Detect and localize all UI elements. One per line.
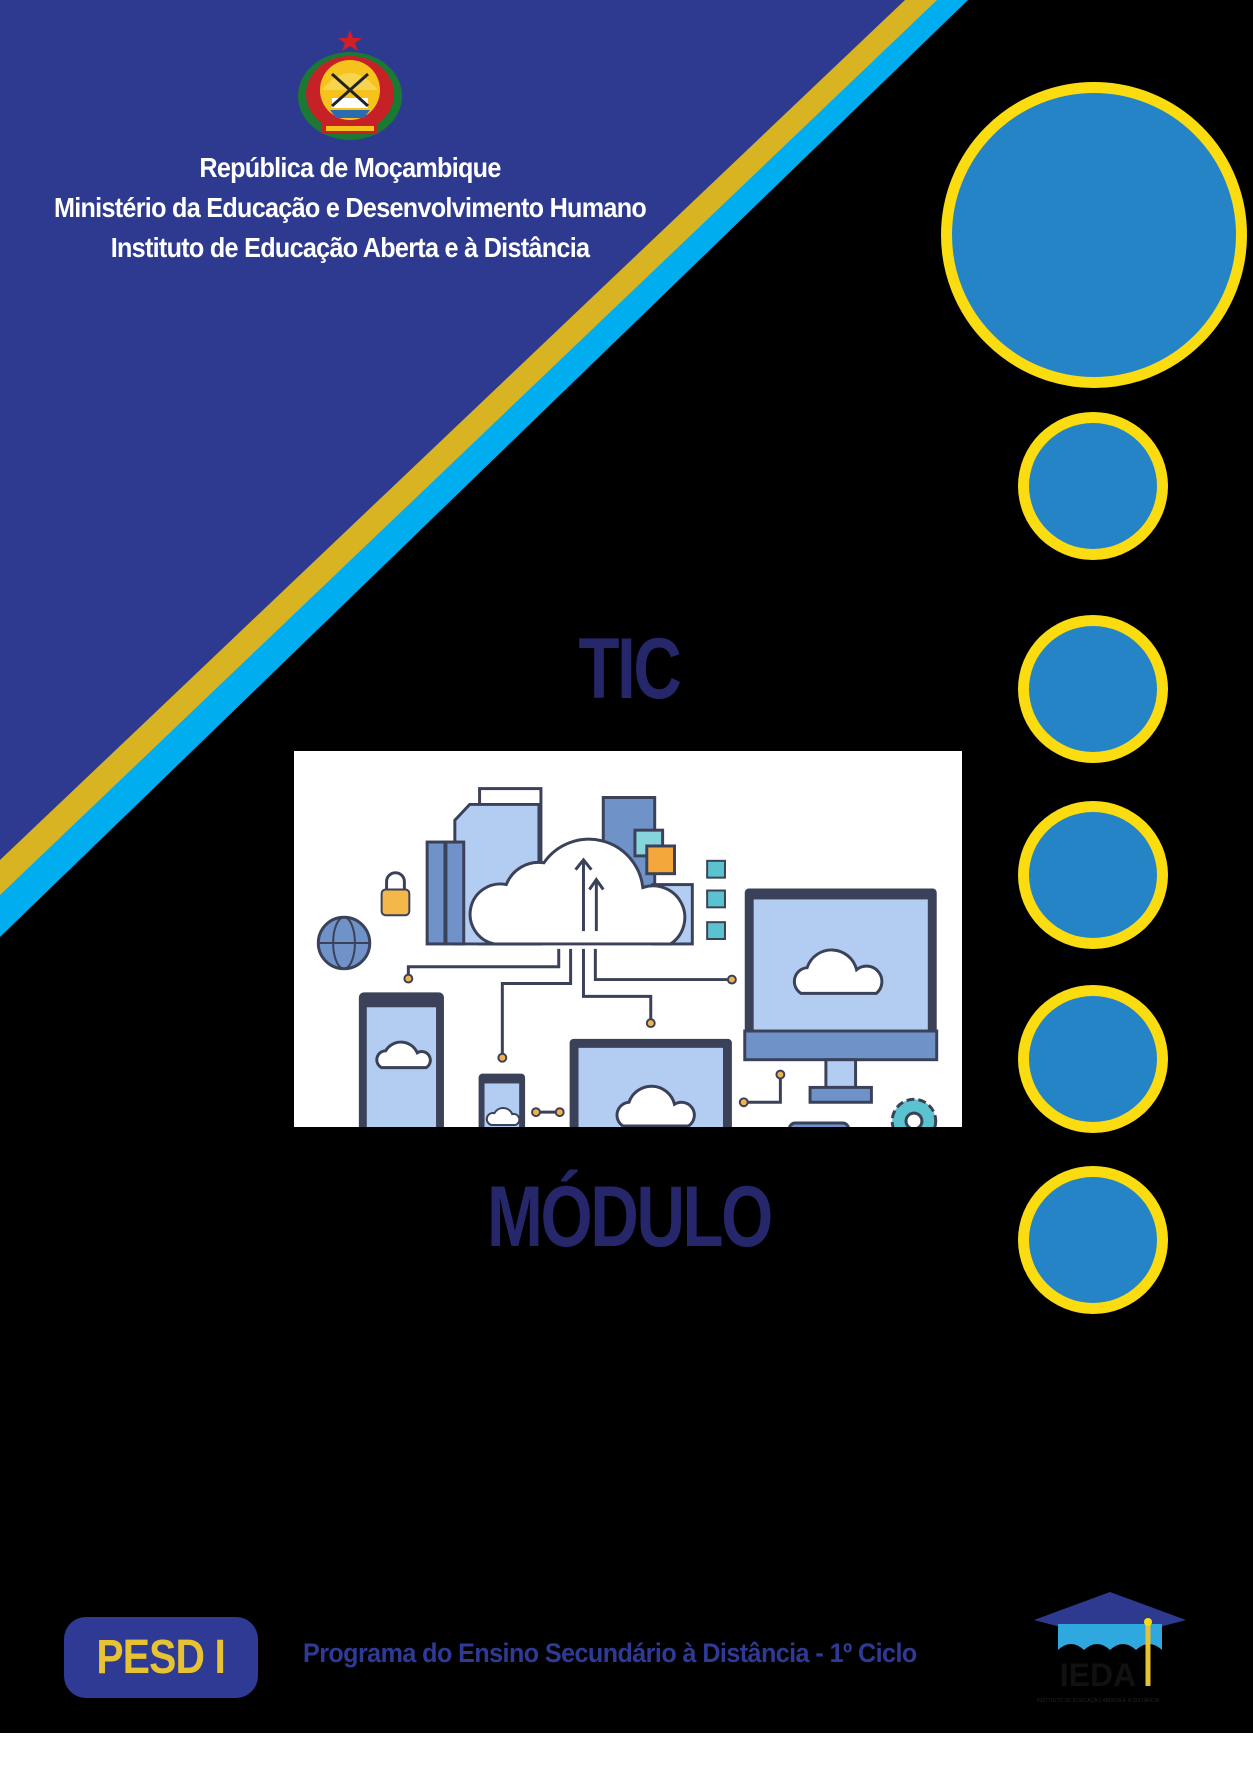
coat-of-arms-icon [298,30,402,140]
decorative-circle [1018,615,1168,763]
institute-name: Instituto de Educação Aberta e à Distânc… [110,232,590,263]
ieda-logo-text: IEDA [1060,1657,1136,1693]
ieda-logo-subtext: INSTITUTO DE EDUCAÇÃO ABERTA E À DISTÂNC… [1037,1697,1160,1704]
decorative-circle [1018,801,1168,949]
pesd-badge: PESD I [64,1617,258,1698]
cloud-computing-icon [316,787,939,1188]
ieda-logo-icon: IEDA INSTITUTO DE EDUCAÇÃO ABERTA E À DI… [1034,1592,1186,1704]
ministry-name: Ministério da Educação e Desenvolvimento… [53,192,647,223]
pesd-badge-label: PESD I [96,1631,227,1684]
country-name: República de Moçambique [199,152,501,183]
navy-triangle [0,0,905,860]
decorative-circle [1018,1166,1168,1314]
decorative-circle-large [941,82,1247,388]
subject-title: TIC [578,621,681,717]
cloud-computing-illustration [294,751,962,1188]
decorative-circle [1018,985,1168,1133]
program-name: Programa do Ensino Secundário à Distânci… [303,1638,917,1668]
document-type-title: MÓDULO [486,1169,773,1265]
decorative-circle [1018,412,1168,560]
